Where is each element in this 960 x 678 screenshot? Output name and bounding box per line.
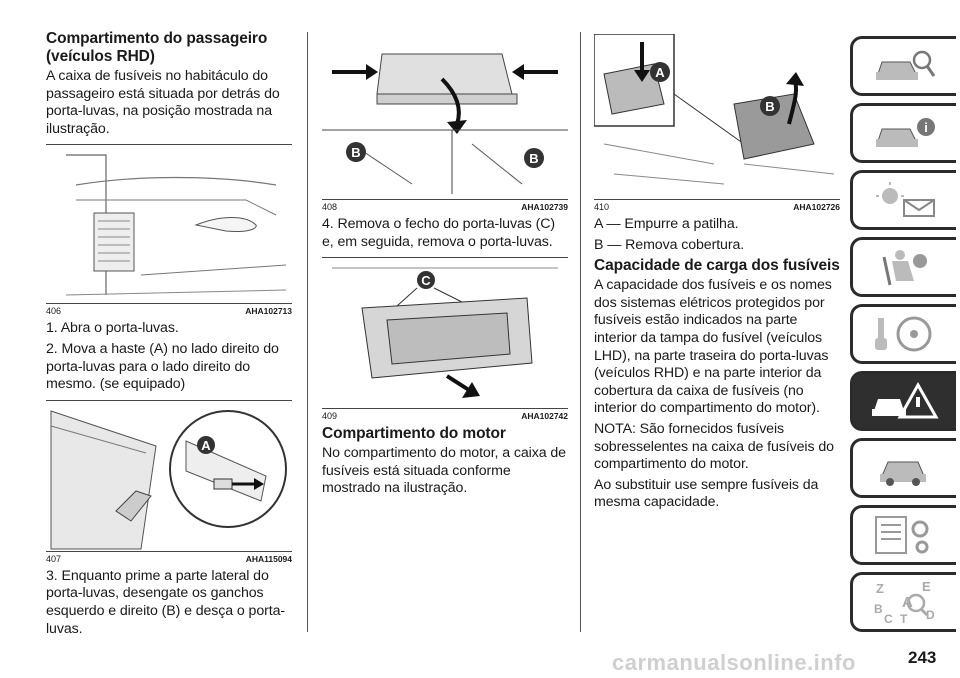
- tab-car-service[interactable]: [850, 438, 956, 498]
- tab-seat-airbag[interactable]: [850, 237, 956, 297]
- column-3: A B 410 AHA102726 A — Empurre a patilha.…: [593, 33, 840, 515]
- glovebox-hooks-illustration: B B: [322, 34, 568, 194]
- step-3: 3. Enquanto prime a parte lateral do por…: [46, 567, 285, 637]
- note-paragraph: NOTA: São fornecidos fusíveis sobressele…: [594, 420, 834, 473]
- figure-410: A B 410 AHA102726: [593, 33, 840, 212]
- legend-b: B — Remova cobertura.: [594, 236, 745, 253]
- step-4: 4. Remova o fecho do porta-luvas (C) e, …: [322, 216, 555, 250]
- car-info-icon: i: [875, 118, 935, 147]
- figure-410-caption: 410 AHA102726: [594, 199, 840, 212]
- page-number: 243: [908, 648, 937, 667]
- figure-407-caption: 407 AHA115094: [46, 550, 292, 564]
- tab-car-search[interactable]: [850, 36, 956, 96]
- svg-text:A: A: [655, 65, 665, 80]
- alphabetical-index-icon: Z E A B C T D: [874, 579, 935, 625]
- tab-technical-data[interactable]: [850, 505, 956, 565]
- column-divider-2: [580, 32, 581, 632]
- svg-text:Z: Z: [876, 581, 884, 596]
- key-steering-wheel-icon: [874, 316, 931, 352]
- tab-warning-lights[interactable]: [850, 170, 956, 230]
- fusebox-interior-illustration: [65, 154, 287, 296]
- glovebox-lever-illustration: A: [50, 409, 287, 550]
- svg-text:A: A: [201, 438, 211, 453]
- tab-key-steering[interactable]: [850, 304, 956, 364]
- section-heading-passenger: Compartimento do passageiro (veículos RH…: [46, 30, 268, 65]
- column-1: Compartimento do passageiro (veículos RH…: [46, 30, 292, 641]
- tab-emergency[interactable]: [850, 371, 956, 431]
- technical-data-icon: [874, 516, 928, 554]
- svg-text:C: C: [421, 273, 431, 288]
- column-2: B B 408 AHA102739 4. Remova o fecho do p…: [322, 34, 568, 501]
- replace-paragraph: Ao substituir use sempre fusíveis da mes…: [594, 476, 819, 511]
- tab-car-info[interactable]: i: [850, 103, 956, 163]
- engine-fusebox-illustration: A B: [593, 33, 835, 185]
- legend-a: A — Empurre a patilha.: [594, 216, 739, 232]
- column-divider-1: [307, 32, 308, 632]
- section-heading-engine: Compartimento do motor: [322, 425, 506, 443]
- tab-alphabetical-index[interactable]: Z E A B C T D: [850, 572, 956, 632]
- warning-lights-icon: [875, 182, 935, 217]
- figure-406: 406 AHA102713: [46, 144, 292, 316]
- glovebox-removal-illustration: C: [332, 267, 558, 399]
- chapter-tabs: i: [850, 36, 960, 639]
- step-1: 1. Abra o porta-luvas.: [46, 320, 179, 337]
- capacity-paragraph: A capacidade dos fusíveis e os nomes dos…: [594, 277, 832, 417]
- car-service-icon: [879, 461, 926, 486]
- car-search-icon: [875, 50, 935, 80]
- svg-text:B: B: [529, 151, 538, 166]
- svg-text:B: B: [765, 99, 774, 114]
- figure-408-caption: 408 AHA102739: [322, 199, 568, 212]
- svg-text:E: E: [922, 579, 931, 594]
- svg-text:B: B: [351, 145, 360, 160]
- svg-text:i: i: [924, 120, 928, 135]
- intro-paragraph: A caixa de fusíveis no habitáculo do pas…: [46, 68, 280, 137]
- figure-409: C 409 AHA102742: [322, 257, 568, 421]
- svg-text:B: B: [874, 602, 883, 616]
- svg-text:C: C: [884, 612, 893, 625]
- label-a-marker: [197, 435, 215, 454]
- step-2: 2. Mova a haste (A) no lado direito do p…: [46, 340, 279, 393]
- watermark: carmanualsonline.info: [612, 650, 856, 675]
- section-heading-capacity: Capacidade de carga dos fusíveis: [594, 257, 840, 275]
- figure-406-caption: 406 AHA102713: [46, 303, 292, 316]
- figure-408: B B 408 AHA102739: [322, 34, 568, 212]
- svg-text:T: T: [900, 612, 908, 625]
- svg-text:D: D: [926, 608, 935, 622]
- figure-409-caption: 409 AHA102742: [322, 408, 568, 421]
- figure-407: A 407 AHA115094: [46, 399, 292, 564]
- emergency-car-icon: [871, 381, 939, 419]
- engine-paragraph: No compartimento do motor, a caixa de fu…: [322, 445, 566, 497]
- seat-airbag-icon: [882, 250, 927, 286]
